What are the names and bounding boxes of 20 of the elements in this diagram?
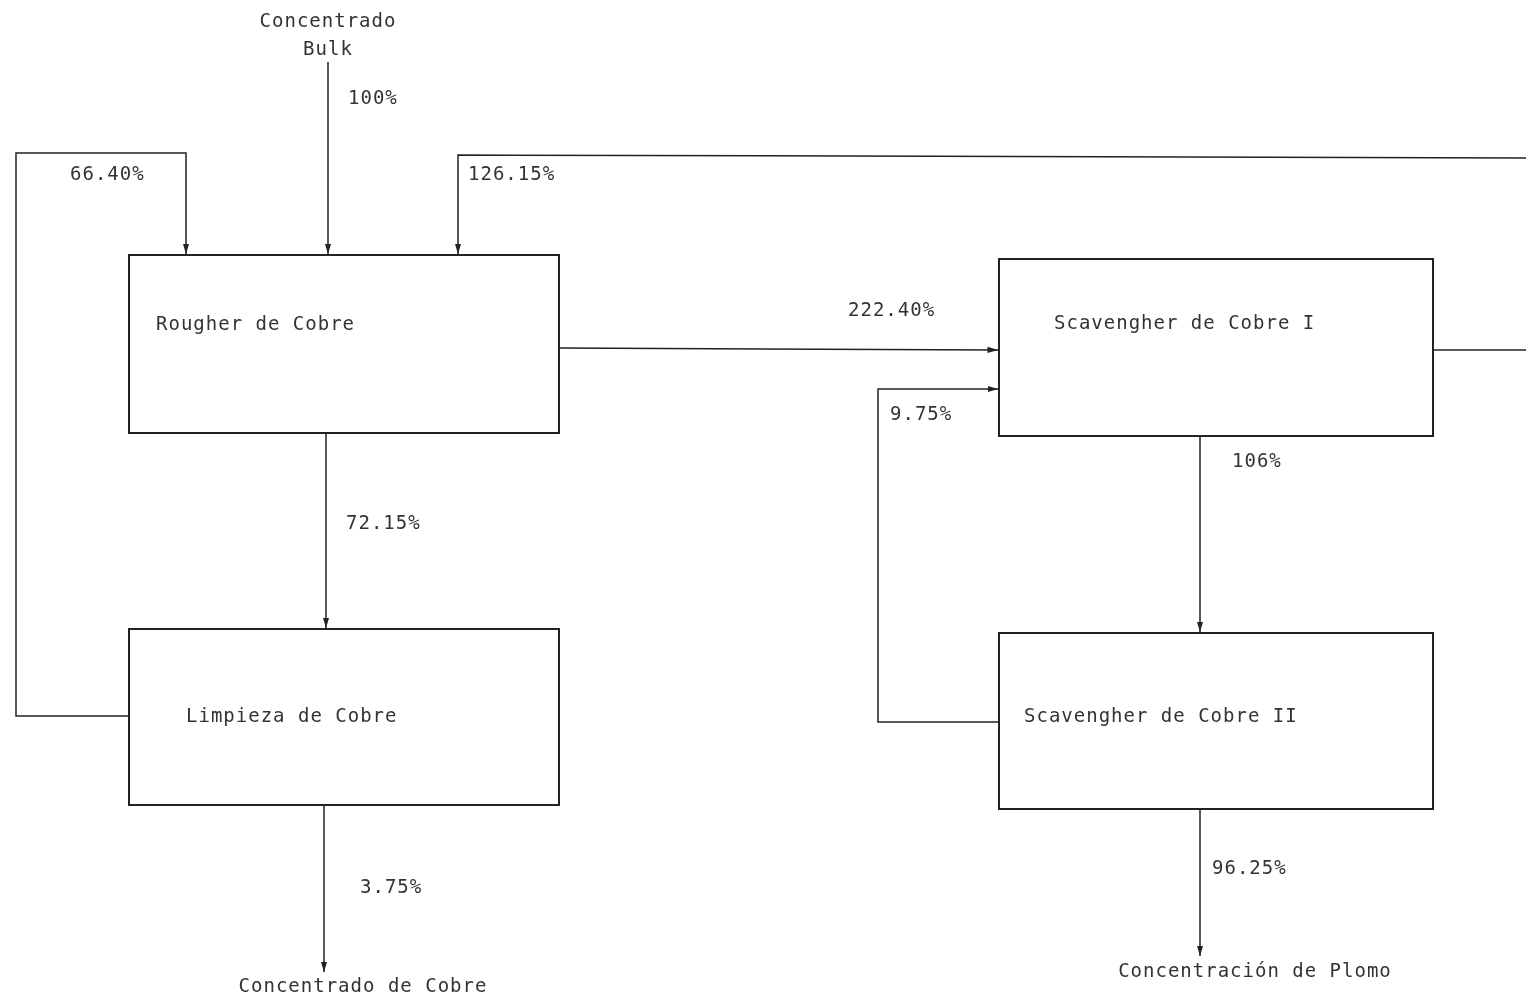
process-label: Scavengher de Cobre II: [1024, 704, 1298, 726]
stream-label: Concentrado de Cobre: [238, 972, 488, 998]
flow-arrow: [322, 433, 330, 629]
process-box: [128, 628, 560, 806]
flow-arrow: [559, 346, 999, 354]
process-box: [128, 254, 560, 434]
flow-arrow: [324, 61, 332, 255]
flow-arrow: [320, 805, 328, 973]
process-label: Scavengher de Cobre I: [1054, 311, 1316, 333]
flow-arrow: [877, 385, 999, 723]
stream-label: Concentrado Bulk: [258, 7, 398, 61]
process-box: [998, 632, 1434, 810]
flow-arrow: [454, 154, 1526, 255]
stream-label: Concentración de Plomo: [1118, 957, 1392, 983]
flow-arrow: [15, 152, 190, 717]
flow-arrow: [1196, 809, 1204, 957]
process-label: Rougher de Cobre: [156, 312, 356, 334]
process-box: [998, 258, 1434, 437]
flow-arrow: [1196, 436, 1204, 633]
process-label: Limpieza de Cobre: [186, 704, 398, 726]
